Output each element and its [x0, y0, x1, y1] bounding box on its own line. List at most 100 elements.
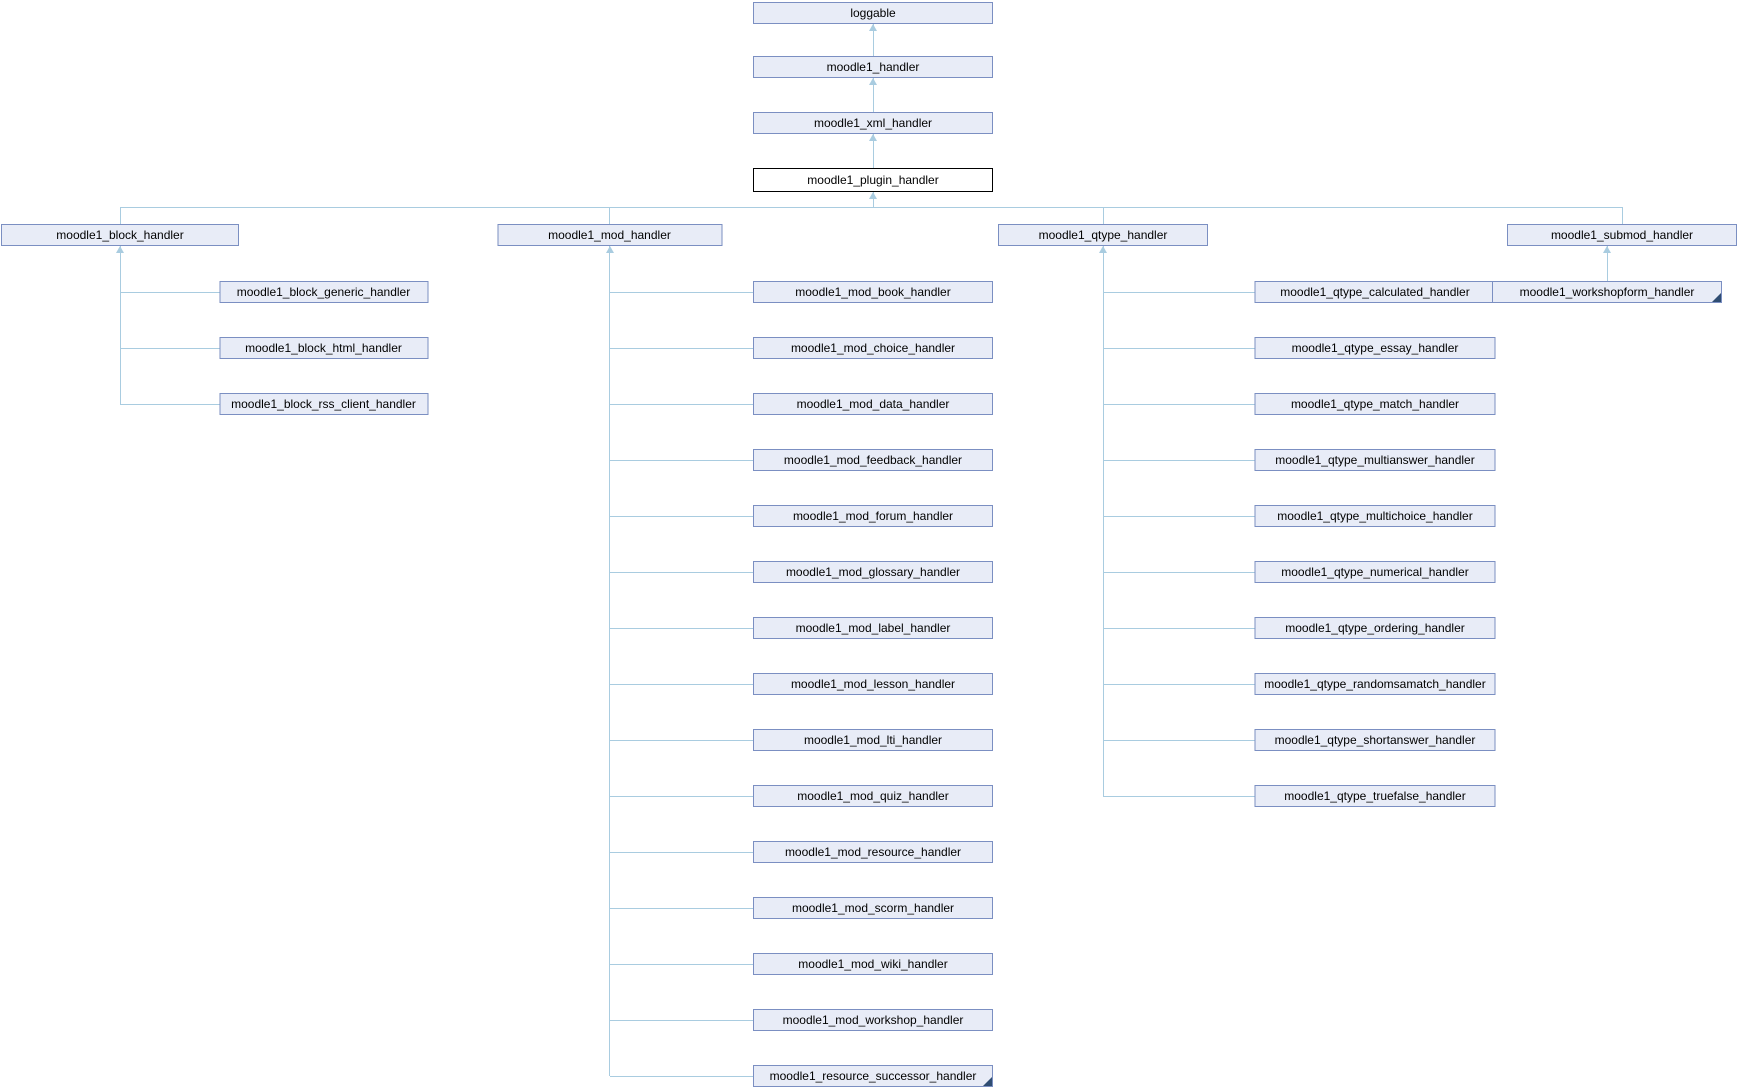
class-node-moodle1_qtype_shortanswer_handler[interactable]: moodle1_qtype_shortanswer_handler — [1254, 729, 1496, 751]
class-node-moodle1_resource_successor_handler[interactable]: moodle1_resource_successor_handler — [753, 1065, 993, 1087]
class-node-moodle1_mod_feedback_handler[interactable]: moodle1_mod_feedback_handler — [753, 449, 993, 471]
class-node-label: moodle1_block_handler — [56, 228, 184, 242]
arrowhead-up-icon — [116, 246, 124, 253]
class-node-moodle1_block_html_handler[interactable]: moodle1_block_html_handler — [219, 337, 428, 359]
class-node-moodle1_mod_label_handler[interactable]: moodle1_mod_label_handler — [753, 617, 993, 639]
class-node-label: moodle1_mod_workshop_handler — [782, 1013, 964, 1027]
class-node-moodle1_mod_glossary_handler[interactable]: moodle1_mod_glossary_handler — [753, 561, 993, 583]
class-node-label: loggable — [850, 6, 896, 20]
inheritance-edge — [609, 515, 873, 517]
class-node-moodle1_mod_lesson_handler[interactable]: moodle1_mod_lesson_handler — [753, 673, 993, 695]
arrowhead-up-icon — [605, 246, 614, 253]
inheritance-edge — [872, 192, 874, 207]
class-node-moodle1_workshopform_handler[interactable]: moodle1_workshopform_handler — [1492, 281, 1722, 303]
class-node-moodle1_mod_wiki_handler[interactable]: moodle1_mod_wiki_handler — [753, 953, 993, 975]
inheritance-edge — [609, 683, 873, 685]
inheritance-edge — [1606, 246, 1608, 281]
inheritance-edge — [1103, 571, 1375, 573]
class-node-moodle1_qtype_multichoice_handler[interactable]: moodle1_qtype_multichoice_handler — [1254, 505, 1496, 527]
truncated-fold-corner-icon — [983, 1077, 992, 1086]
inheritance-edge — [1103, 347, 1375, 349]
class-node-moodle1_qtype_randomsamatch_handler[interactable]: moodle1_qtype_randomsamatch_handler — [1254, 673, 1496, 695]
class-node-moodle1_qtype_essay_handler[interactable]: moodle1_qtype_essay_handler — [1254, 337, 1496, 359]
class-node-label: moodle1_qtype_randomsamatch_handler — [1264, 677, 1486, 691]
class-node-moodle1_mod_data_handler[interactable]: moodle1_mod_data_handler — [753, 393, 993, 415]
class-node-moodle1_xml_handler[interactable]: moodle1_xml_handler — [753, 112, 993, 134]
inheritance-edge — [119, 207, 121, 224]
class-node-moodle1_mod_handler[interactable]: moodle1_mod_handler — [497, 224, 722, 246]
class-node-label: moodle1_mod_quiz_handler — [797, 789, 949, 803]
class-node-moodle1_qtype_match_handler[interactable]: moodle1_qtype_match_handler — [1254, 393, 1496, 415]
inheritance-edge — [609, 851, 873, 853]
inheritance-edge — [609, 1019, 873, 1021]
inheritance-edge — [609, 907, 873, 909]
class-node-moodle1_mod_forum_handler[interactable]: moodle1_mod_forum_handler — [753, 505, 993, 527]
class-node-label: moodle1_resource_successor_handler — [769, 1069, 977, 1083]
class-node-moodle1_mod_choice_handler[interactable]: moodle1_mod_choice_handler — [753, 337, 993, 359]
inheritance-edge — [609, 347, 873, 349]
inheritance-edge — [1102, 246, 1104, 796]
arrowhead-up-icon — [869, 78, 877, 85]
class-node-moodle1_mod_resource_handler[interactable]: moodle1_mod_resource_handler — [753, 841, 993, 863]
class-node-moodle1_block_handler[interactable]: moodle1_block_handler — [1, 224, 239, 246]
class-node-moodle1_qtype_multianswer_handler[interactable]: moodle1_qtype_multianswer_handler — [1254, 449, 1496, 471]
inheritance-edge — [1103, 403, 1375, 405]
class-node-label: moodle1_mod_resource_handler — [784, 845, 962, 859]
inheritance-edge — [609, 1075, 873, 1077]
inheritance-edge — [1103, 683, 1375, 685]
class-node-label: moodle1_plugin_handler — [807, 173, 939, 187]
inheritance-edge — [1103, 291, 1375, 293]
class-node-label: moodle1_mod_book_handler — [795, 285, 951, 299]
inheritance-edge — [872, 78, 874, 112]
inheritance-edge — [609, 627, 873, 629]
class-node-moodle1_mod_lti_handler[interactable]: moodle1_mod_lti_handler — [753, 729, 993, 751]
class-node-label: moodle1_block_html_handler — [245, 341, 402, 355]
class-node-moodle1_submod_handler[interactable]: moodle1_submod_handler — [1507, 224, 1737, 246]
class-node-label: moodle1_qtype_shortanswer_handler — [1274, 733, 1476, 747]
class-node-moodle1_plugin_handler: moodle1_plugin_handler — [753, 168, 993, 192]
class-node-label: moodle1_qtype_calculated_handler — [1280, 285, 1470, 299]
class-node-moodle1_qtype_numerical_handler[interactable]: moodle1_qtype_numerical_handler — [1254, 561, 1496, 583]
inheritance-edge — [1103, 795, 1375, 797]
inheritance-edge — [1103, 627, 1375, 629]
class-node-label: moodle1_mod_forum_handler — [792, 509, 954, 523]
class-node-label: moodle1_mod_data_handler — [796, 397, 950, 411]
class-node-label: moodle1_mod_choice_handler — [790, 341, 956, 355]
class-node-loggable[interactable]: loggable — [753, 2, 993, 24]
class-node-moodle1_handler[interactable]: moodle1_handler — [753, 56, 993, 78]
class-node-label: moodle1_mod_glossary_handler — [785, 565, 961, 579]
inheritance-edge — [1103, 459, 1375, 461]
class-node-moodle1_mod_book_handler[interactable]: moodle1_mod_book_handler — [753, 281, 993, 303]
class-node-moodle1_block_rss_client_handler[interactable]: moodle1_block_rss_client_handler — [219, 393, 428, 415]
class-node-label: moodle1_qtype_match_handler — [1290, 397, 1460, 411]
class-node-label: moodle1_qtype_handler — [1038, 228, 1168, 242]
class-node-label: moodle1_handler — [826, 60, 920, 74]
class-node-moodle1_qtype_ordering_handler[interactable]: moodle1_qtype_ordering_handler — [1254, 617, 1496, 639]
truncated-fold-corner-icon — [1712, 293, 1721, 302]
class-node-label: moodle1_mod_handler — [548, 228, 671, 242]
class-node-moodle1_mod_quiz_handler[interactable]: moodle1_mod_quiz_handler — [753, 785, 993, 807]
inheritance-edge — [609, 571, 873, 573]
class-node-moodle1_mod_workshop_handler[interactable]: moodle1_mod_workshop_handler — [753, 1009, 993, 1031]
class-node-moodle1_mod_scorm_handler[interactable]: moodle1_mod_scorm_handler — [753, 897, 993, 919]
arrowhead-up-icon — [869, 192, 877, 199]
class-node-moodle1_qtype_handler[interactable]: moodle1_qtype_handler — [998, 224, 1208, 246]
inheritance-edge — [120, 206, 1622, 208]
class-node-label: moodle1_block_generic_handler — [236, 285, 411, 299]
class-node-label: moodle1_qtype_truefalse_handler — [1284, 789, 1466, 803]
inheritance-edge — [1103, 739, 1375, 741]
class-node-label: moodle1_qtype_multianswer_handler — [1275, 453, 1475, 467]
inheritance-edge — [609, 403, 873, 405]
arrowhead-up-icon — [869, 134, 877, 141]
inheritance-edge — [609, 739, 873, 741]
class-node-moodle1_block_generic_handler[interactable]: moodle1_block_generic_handler — [219, 281, 428, 303]
class-node-label: moodle1_mod_lti_handler — [803, 733, 943, 747]
inheritance-edge — [1102, 207, 1104, 224]
class-node-label: moodle1_mod_lesson_handler — [790, 677, 956, 691]
inheritance-edge — [119, 246, 121, 404]
class-node-moodle1_qtype_truefalse_handler[interactable]: moodle1_qtype_truefalse_handler — [1254, 785, 1496, 807]
class-node-label: moodle1_qtype_multichoice_handler — [1277, 509, 1473, 523]
class-node-label: moodle1_mod_wiki_handler — [798, 957, 948, 971]
class-node-moodle1_qtype_calculated_handler[interactable]: moodle1_qtype_calculated_handler — [1254, 281, 1496, 303]
